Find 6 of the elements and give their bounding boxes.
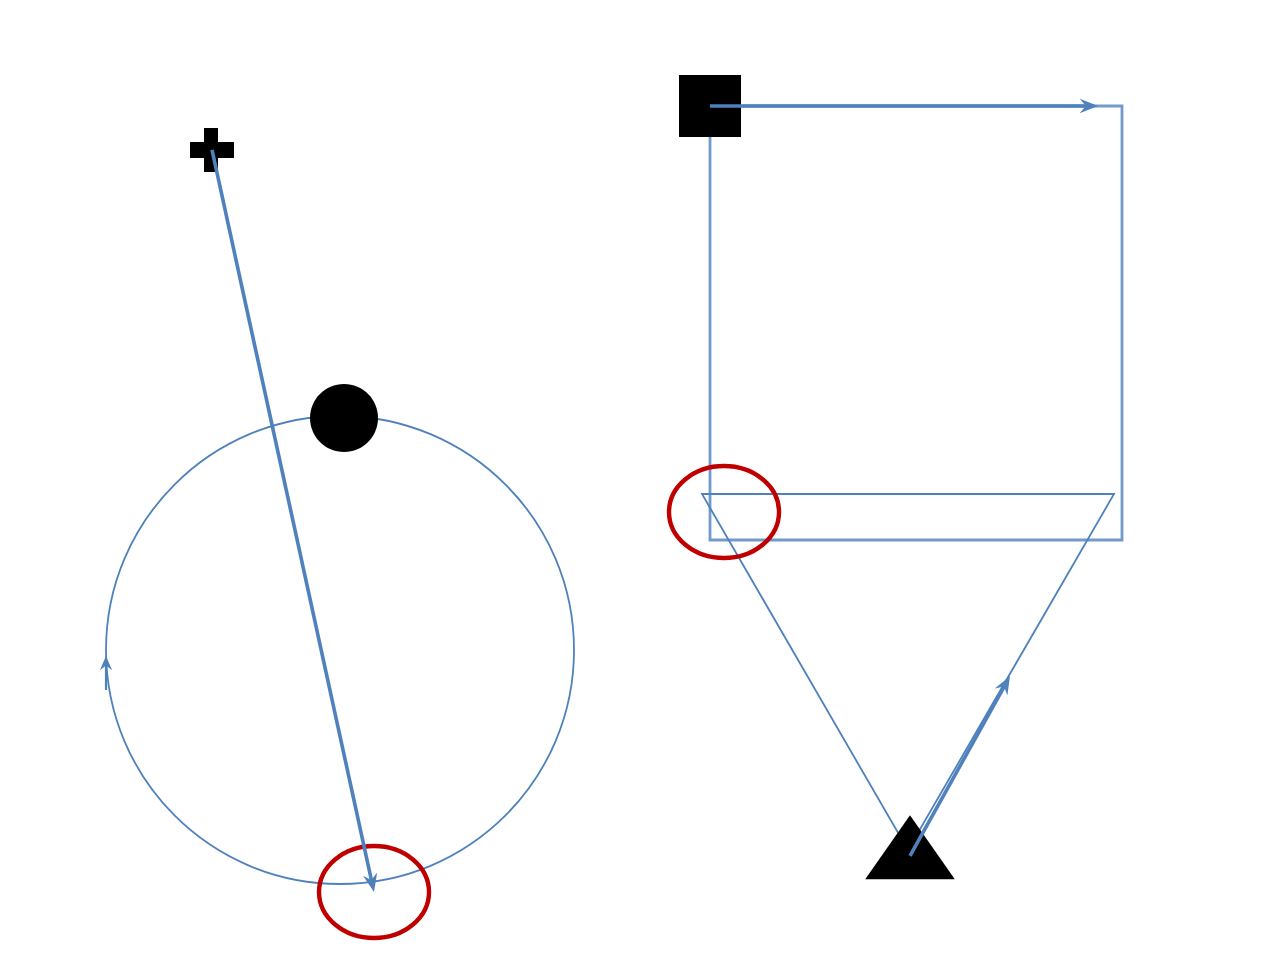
square-marker: [679, 75, 741, 137]
triangle-marker: [865, 815, 955, 880]
highlight-ring: [666, 463, 782, 561]
dot-marker: [310, 384, 378, 452]
plus-marker: [190, 128, 234, 172]
highlight-ring: [316, 843, 432, 941]
